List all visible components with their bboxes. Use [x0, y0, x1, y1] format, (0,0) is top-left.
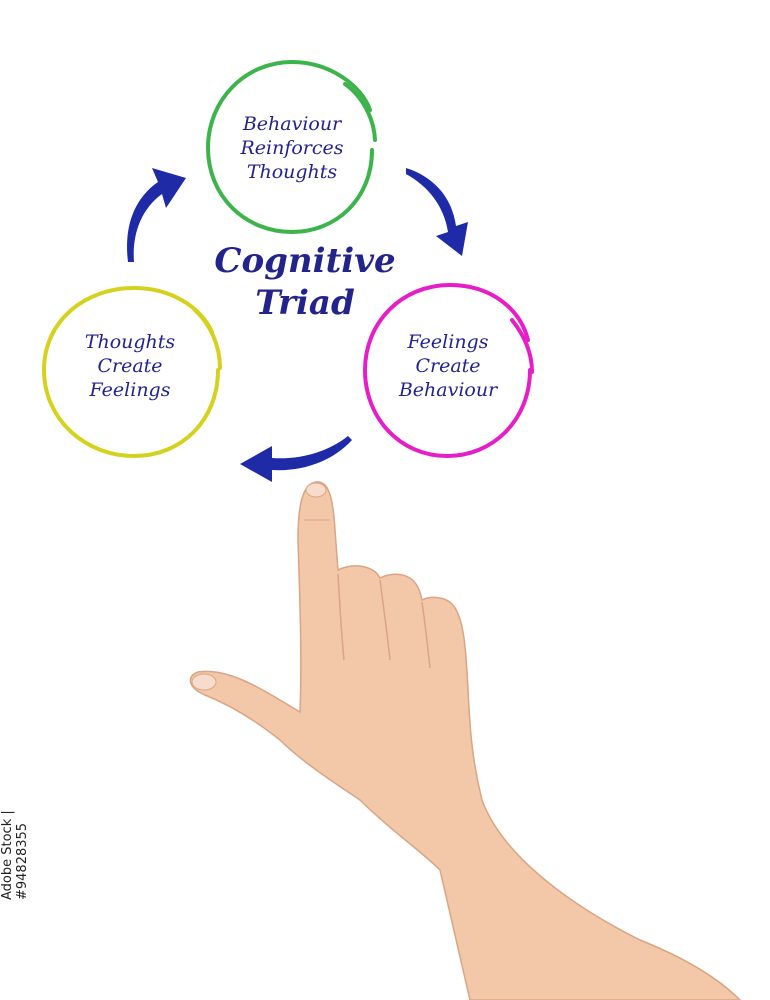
- arrow-thoughts-to-behaviour: [127, 168, 186, 262]
- node-line: Create: [415, 355, 481, 377]
- node-line: Feelings: [407, 331, 489, 353]
- node-line: Feelings: [89, 379, 171, 401]
- node-behaviour-text: Behaviour Reinforces Thoughts: [200, 112, 384, 184]
- node-line: Behaviour: [398, 379, 498, 401]
- circle-thoughts: [41, 285, 222, 459]
- node-feelings-text: Feelings Create Behaviour: [360, 330, 536, 402]
- stock-watermark: Adobe Stock | #94828355: [0, 810, 30, 900]
- title-line-1: Cognitive: [214, 241, 396, 281]
- diagram-title: Cognitive Triad: [160, 240, 450, 324]
- node-thoughts-text: Thoughts Create Feelings: [42, 330, 218, 402]
- node-line: Thoughts: [246, 161, 338, 183]
- circle-behaviour: [205, 59, 377, 235]
- arrow-behaviour-to-feelings: [406, 168, 468, 256]
- node-line: Thoughts: [84, 331, 176, 353]
- arrow-feelings-to-thoughts: [240, 436, 352, 482]
- circle-feelings: [362, 282, 534, 459]
- node-line: Behaviour: [242, 113, 342, 135]
- title-line-2: Triad: [255, 283, 355, 323]
- node-line: Create: [97, 355, 163, 377]
- node-line: Reinforces: [240, 137, 344, 159]
- pointing-hand: [189, 481, 742, 1000]
